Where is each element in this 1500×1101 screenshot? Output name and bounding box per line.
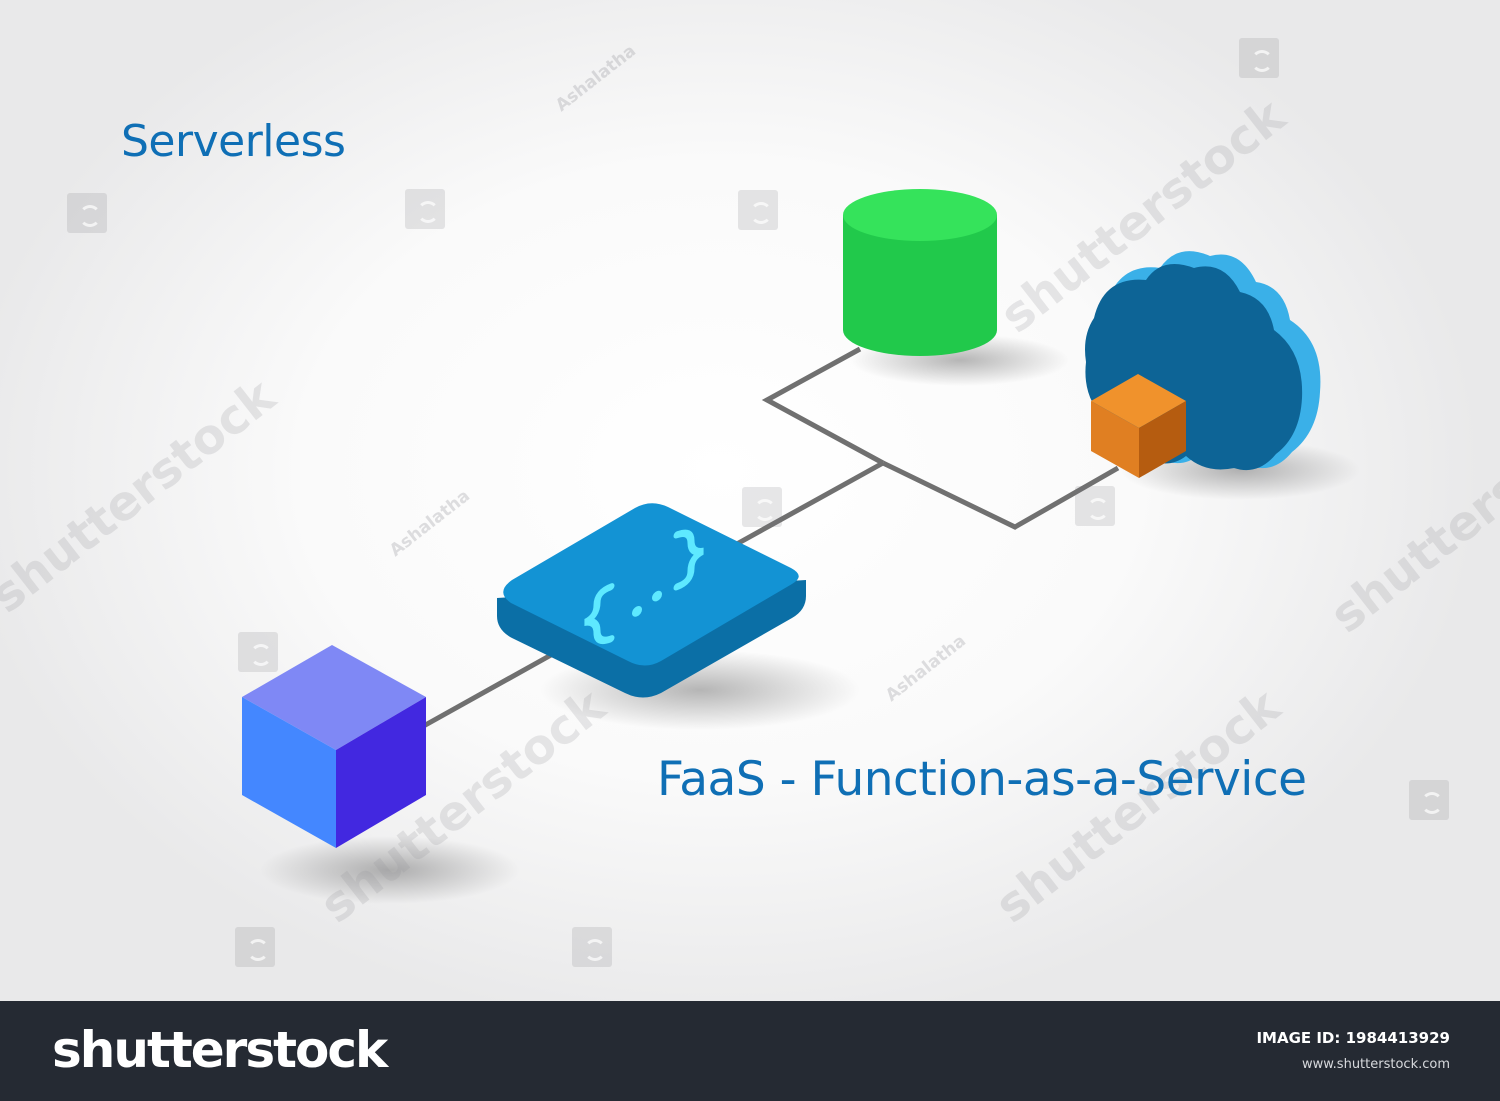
footer-url: www.shutterstock.com <box>1301 1057 1450 1072</box>
diagram-canvas: shutterstock shutterstock shutterstock s… <box>0 0 1500 1001</box>
orange-top-face <box>1091 374 1186 428</box>
tile-top <box>503 503 799 666</box>
connector-client-function <box>418 647 562 731</box>
watermark-mark <box>67 193 107 233</box>
left-brace <box>584 583 615 645</box>
serverless-diagram <box>242 189 1360 904</box>
watermark-mark <box>738 190 778 230</box>
function-braces-icon <box>497 503 806 698</box>
cube-left-face <box>242 697 336 848</box>
cube-icon <box>242 645 426 848</box>
footer-image-id-value: 1984413929 <box>1345 1029 1450 1047</box>
footer-logo: shutterstock <box>52 1021 388 1079</box>
orange-left-face <box>1091 401 1139 478</box>
watermark-mark <box>1239 38 1279 78</box>
footer-image-id: IMAGE ID: 1984413929 <box>1256 1029 1450 1047</box>
watermark-mark <box>742 487 782 527</box>
watermark-footer: shutterstock IMAGE ID: 1984413929 www.sh… <box>0 1001 1500 1101</box>
cube-right-face <box>336 697 426 848</box>
watermark-mark <box>235 927 275 967</box>
connector-function-junction <box>733 460 885 548</box>
diagram-title: Serverless <box>121 116 346 167</box>
braces-symbol <box>584 529 704 645</box>
orange-right-face <box>1139 401 1186 478</box>
client-cube-shadow <box>260 836 520 904</box>
diagram-subtitle: FaaS - Function-as-a-Service <box>657 752 1307 807</box>
watermark-mark <box>1409 780 1449 820</box>
database-cylinder-icon <box>843 189 997 356</box>
brace-dot-1 <box>632 606 642 617</box>
right-brace <box>673 529 704 591</box>
watermark-mark <box>238 632 278 672</box>
connector-cloud <box>881 460 1120 530</box>
connector-database <box>761 346 885 466</box>
connector-lines <box>418 346 1120 731</box>
watermark-mark <box>572 927 612 967</box>
container-cube-icon <box>1091 374 1186 478</box>
database-side <box>843 215 997 356</box>
watermark-mark <box>405 189 445 229</box>
footer-image-id-label: IMAGE ID: <box>1256 1029 1341 1047</box>
cube-top-face <box>242 645 426 750</box>
watermark-mark <box>1075 486 1115 526</box>
brace-dot-2 <box>652 590 662 602</box>
database-top <box>843 189 997 241</box>
